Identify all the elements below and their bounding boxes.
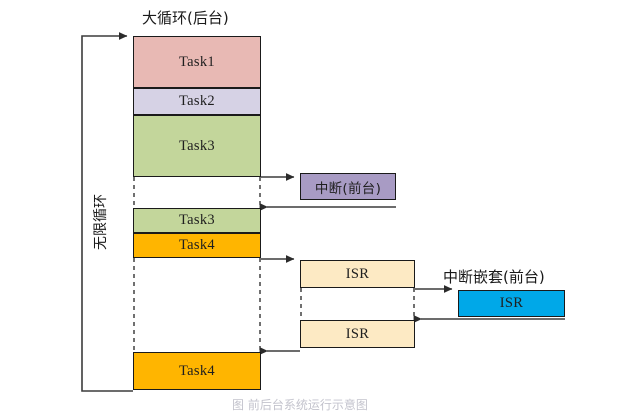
isr-column-guides	[300, 288, 415, 320]
isr-first-block[interactable]: ISR	[300, 260, 415, 288]
task1-block[interactable]: Task1	[133, 36, 261, 88]
task2-block[interactable]: Task2	[133, 88, 261, 115]
task3-block[interactable]: Task3	[133, 115, 261, 177]
task4-block[interactable]: Task4	[133, 233, 261, 258]
interrupt-block[interactable]: 中断(前台)	[300, 173, 396, 200]
infinite-loop-bracket	[81, 32, 133, 392]
task4-resume-block[interactable]: Task4	[133, 352, 261, 390]
title-main-label: 大循环(后台)	[142, 9, 229, 27]
infinite-loop-label: 无限循环	[93, 194, 109, 250]
isr-nested-block[interactable]: ISR	[458, 290, 565, 317]
task-column-guides	[133, 177, 261, 352]
task3-resume-block[interactable]: Task3	[133, 208, 261, 233]
isr-resume-block[interactable]: ISR	[300, 320, 415, 348]
title-nested-label: 中断嵌套(前台)	[443, 268, 545, 286]
